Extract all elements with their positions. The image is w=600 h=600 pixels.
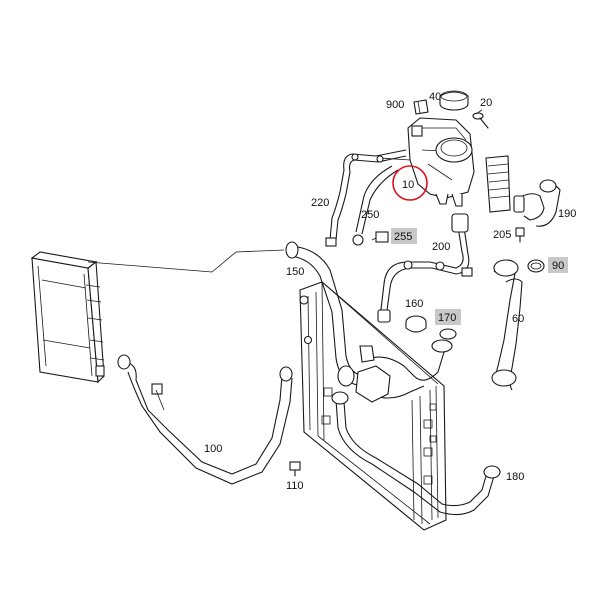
coupling-160 bbox=[405, 315, 427, 333]
hose-180 bbox=[331, 391, 501, 516]
hose-250 bbox=[352, 165, 399, 246]
label-100: 100 bbox=[204, 443, 222, 455]
label-20: 20 bbox=[480, 97, 492, 109]
clamp-90 bbox=[527, 259, 545, 273]
label-110: 110 bbox=[286, 480, 304, 492]
label-90: 90 bbox=[552, 260, 564, 272]
label-220: 220 bbox=[311, 197, 329, 209]
tank-cap bbox=[439, 90, 469, 111]
label-60: 60 bbox=[512, 313, 524, 325]
label-200: 200 bbox=[432, 241, 450, 253]
hose-190 bbox=[513, 179, 561, 227]
label-40: 40 bbox=[429, 91, 441, 103]
label-250: 250 bbox=[361, 209, 379, 221]
label-box-90 bbox=[548, 257, 568, 273]
bolt-205 bbox=[515, 227, 525, 243]
label-150: 150 bbox=[286, 266, 304, 278]
hose-220 bbox=[325, 149, 407, 247]
expansion-tank bbox=[379, 117, 475, 207]
clip-255 bbox=[371, 231, 389, 243]
label-255: 255 bbox=[394, 231, 412, 243]
label-box-170 bbox=[435, 309, 461, 325]
screw-20 bbox=[472, 112, 489, 129]
label-160: 160 bbox=[405, 298, 423, 310]
label-205: 205 bbox=[493, 229, 511, 241]
label-10: 10 bbox=[402, 179, 414, 191]
hose-junction bbox=[337, 339, 453, 403]
label-190: 190 bbox=[558, 208, 576, 220]
main-radiator bbox=[299, 281, 447, 531]
label-900: 900 bbox=[386, 99, 404, 111]
bolt-110 bbox=[289, 461, 301, 477]
auxiliary-radiator bbox=[30, 251, 105, 384]
highlight-circle bbox=[392, 165, 428, 201]
leader-line-150 bbox=[87, 249, 285, 273]
clamp-170 bbox=[439, 328, 457, 340]
label-box-255 bbox=[391, 228, 417, 244]
hose-100 bbox=[117, 354, 293, 485]
hose-200 bbox=[377, 213, 473, 323]
label-170: 170 bbox=[438, 312, 456, 324]
clip-900 bbox=[413, 99, 429, 115]
oil-cooler bbox=[485, 155, 511, 213]
label-180: 180 bbox=[506, 471, 524, 483]
hose-60 bbox=[491, 259, 523, 391]
